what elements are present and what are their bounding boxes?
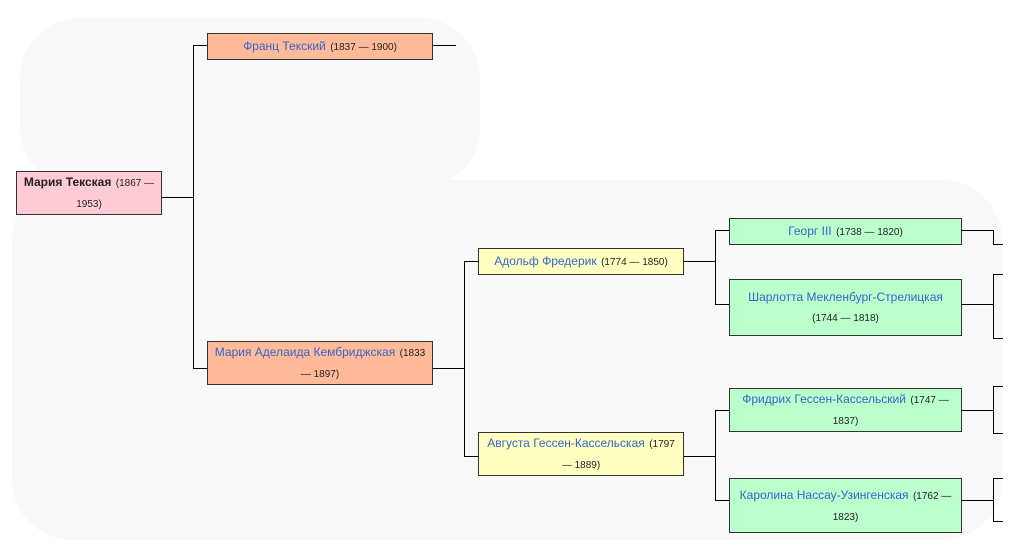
connector: [715, 410, 716, 501]
person-years: (1762 — 1823): [832, 490, 952, 523]
connector: [193, 45, 194, 369]
connector: [161, 197, 193, 198]
connector: [715, 304, 730, 305]
connector: [432, 368, 464, 369]
connector: [193, 368, 208, 369]
connector: [993, 230, 994, 244]
person-years: (1867 — 1953): [76, 178, 155, 210]
connector: [993, 386, 994, 434]
connector: [993, 244, 1003, 245]
connector: [715, 410, 730, 411]
person-link[interactable]: Адольф Фредерик: [494, 254, 597, 268]
person-maternal-grandfather[interactable]: Адольф Фредерик (1774 — 1850): [478, 248, 684, 275]
person-years: (1747 — 1837): [832, 395, 949, 427]
person-mother[interactable]: Мария Аделаида Кембриджская (1833 — 1897…: [207, 341, 433, 385]
connector: [464, 261, 465, 457]
connector: [715, 230, 716, 305]
person-years: (1837 — 1900): [330, 42, 397, 53]
connector: [993, 386, 1003, 387]
person-maternal-grandmother[interactable]: Августа Гессен-Кассельская (1797 — 1889): [478, 432, 684, 476]
person-great-grandmother-1[interactable]: Шарлотта Мекленбург-Стрелицкая (1744 — 18…: [729, 279, 962, 336]
person-link[interactable]: Августа Гессен-Кассельская: [487, 436, 645, 450]
connector: [993, 478, 994, 522]
person-great-grandmother-2[interactable]: Каролина Нассау-Узингенская (1762 — 1823…: [729, 478, 962, 533]
person-link[interactable]: Франц Текский: [243, 39, 326, 53]
connector: [961, 500, 993, 501]
connector: [715, 230, 730, 231]
connector: [993, 338, 1003, 339]
connector: [961, 304, 993, 305]
connector: [715, 500, 730, 501]
connector: [993, 478, 1003, 479]
connector: [432, 45, 456, 46]
person-years: (1833 — 1897): [300, 348, 426, 380]
connector: [464, 261, 479, 262]
person-years: (1744 — 1818): [812, 313, 879, 324]
person-great-grandfather-1[interactable]: Георг III (1738 — 1820): [729, 218, 962, 245]
person-years: (1738 — 1820): [836, 227, 903, 238]
connector: [993, 274, 1003, 275]
connector: [464, 456, 479, 457]
connector: [993, 274, 994, 338]
person-father[interactable]: Франц Текский (1837 — 1900): [207, 33, 433, 60]
connector: [961, 410, 993, 411]
connector: [683, 456, 715, 457]
connector: [993, 521, 1003, 522]
person-link[interactable]: Каролина Нассау-Узингенская: [739, 487, 909, 502]
person-link[interactable]: Георг III: [788, 224, 832, 238]
person-years: (1774 — 1850): [601, 257, 668, 268]
person-link[interactable]: Фридрих Гессен-Кассельский: [742, 392, 906, 406]
person-years: (1797 — 1889): [561, 439, 675, 471]
connector: [193, 45, 208, 46]
connector: [993, 433, 1003, 434]
connector: [961, 230, 993, 231]
person-great-grandfather-2[interactable]: Фридрих Гессен-Кассельский (1747 — 1837): [729, 388, 962, 432]
connector: [683, 261, 715, 262]
person-root: Мария Текская (1867 — 1953): [16, 171, 162, 215]
person-link[interactable]: Шарлотта Мекленбург-Стрелицкая: [748, 290, 943, 304]
person-link[interactable]: Мария Аделаида Кембриджская: [214, 345, 396, 359]
person-name: Мария Текская: [23, 175, 112, 189]
